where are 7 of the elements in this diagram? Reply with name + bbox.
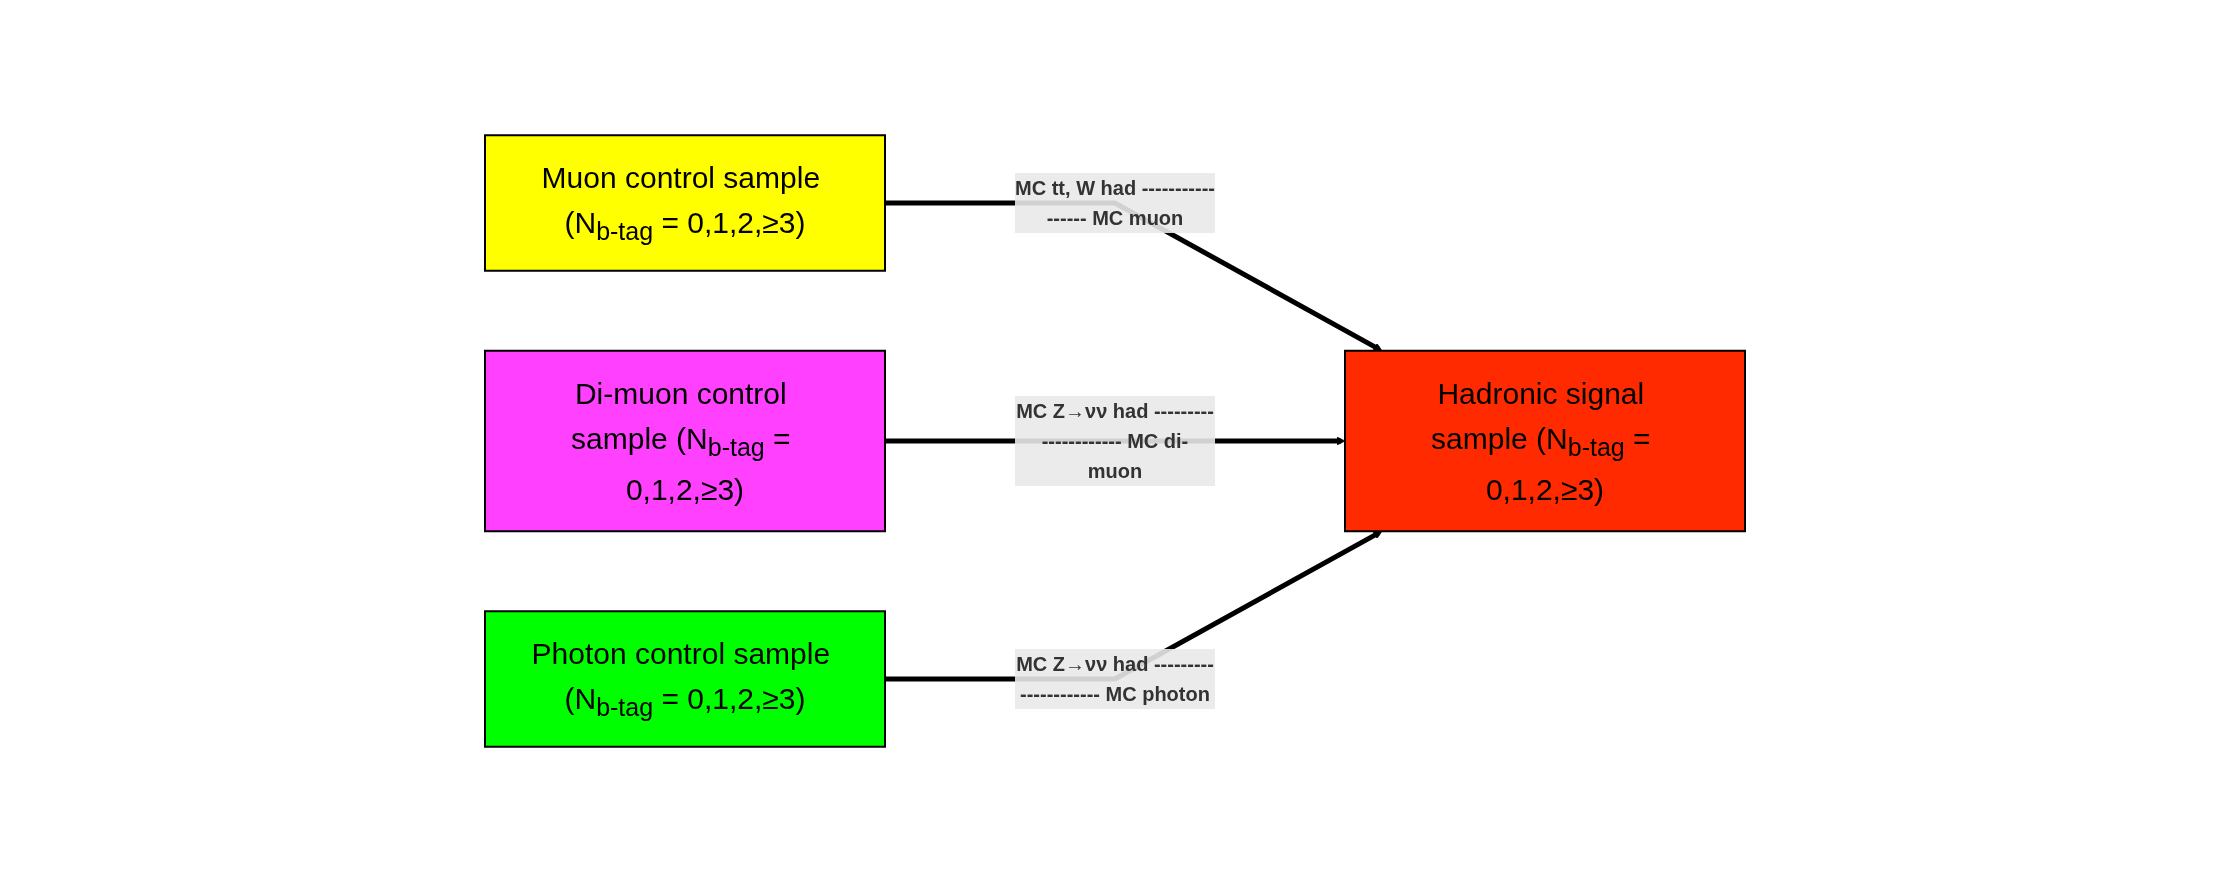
node-box: Muon control sample (N$_{b-tag}$ = 0,1,2,≥3) xyxy=(484,134,886,272)
node-box: Di-muon control sample (N$_{b-tag}$ = 0,1,2,≥3) xyxy=(484,349,886,533)
node-box: Hadronic signal sample (N$_{b-tag}$ = 0,1,2,≥3) xyxy=(1344,349,1746,533)
edge-label: MC Z→νν had --------------------- MC di-muon xyxy=(1016,400,1214,482)
node-box: Photon control sample (N$_{b-tag}$ = 0,1,2,≥3) xyxy=(484,610,886,748)
edge-label: MC tt, W had ----------------- MC muon xyxy=(1015,177,1215,229)
edge-label: MC Z→νν had --------------------- MC photon xyxy=(1016,653,1214,705)
